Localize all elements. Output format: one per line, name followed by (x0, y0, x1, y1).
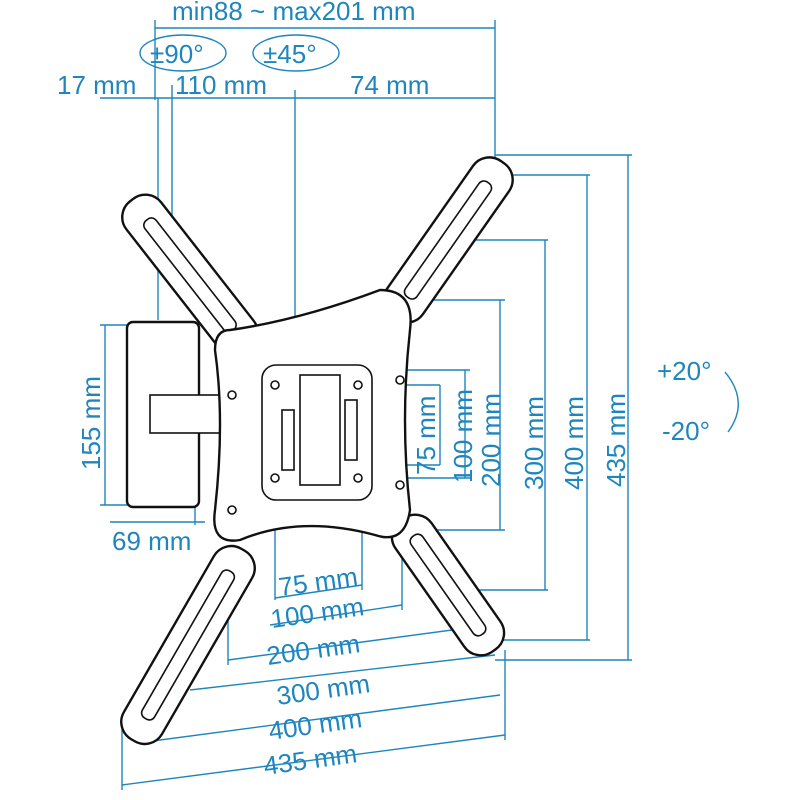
slot (344, 399, 358, 461)
h200-dim (227, 629, 453, 661)
swivel-45-icon (252, 34, 340, 72)
seg-74-label: 74 mm (350, 70, 429, 100)
depth-range-label: min88 ~ max201 mm (172, 0, 415, 26)
v-label-200: 200 mm (476, 393, 506, 487)
h400-dim (144, 694, 501, 743)
v-label-400: 400 mm (559, 396, 589, 490)
bracket-core (299, 374, 341, 486)
swing-arm (149, 394, 231, 434)
v-label-300: 300 mm (519, 396, 549, 490)
h100-dim (269, 604, 403, 626)
slot (281, 409, 295, 471)
dimension-lines (100, 20, 739, 790)
swivel-45-label: ±45° (263, 39, 317, 69)
h-label-200: 200 mm (265, 628, 362, 671)
seg-17-label: 17 mm (57, 70, 136, 100)
wall-height-label: 155 mm (76, 376, 106, 470)
tilt-down-label: -20° (662, 416, 710, 446)
v-label-435: 435 mm (601, 393, 631, 487)
tilt-arrow-icon (724, 371, 739, 433)
swivel-90-label: ±90° (150, 39, 204, 69)
mount-outline (120, 156, 514, 746)
wall-width-label: 69 mm (112, 526, 191, 556)
v-label-100: 100 mm (448, 389, 478, 483)
h75-dim (274, 584, 363, 599)
swivel-90-icon (139, 34, 227, 72)
h435-dim (121, 734, 506, 786)
v-label-75: 75 mm (411, 396, 441, 475)
seg-110-label: 110 mm (175, 70, 267, 100)
tilt-up-label: +20° (657, 356, 712, 386)
arm-lower-left (120, 544, 256, 746)
h300-dim (189, 654, 496, 691)
